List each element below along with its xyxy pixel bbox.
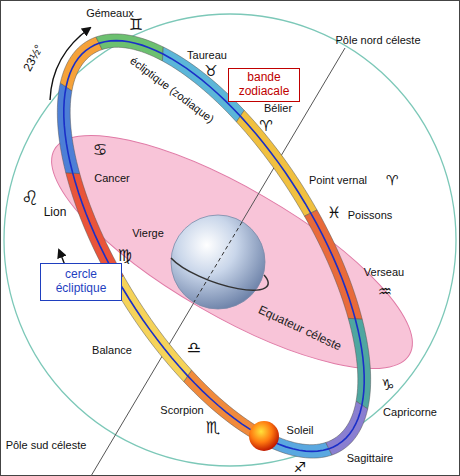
sign-label: Pôle nord céleste xyxy=(336,35,421,46)
sun-disc xyxy=(249,421,279,451)
obliquity-arc xyxy=(50,28,90,100)
sign-label: Sagittaire xyxy=(347,453,393,464)
axis-through-earth xyxy=(194,222,242,302)
sign-label: Cancer xyxy=(94,173,129,184)
sign-label: Taureau xyxy=(187,50,227,61)
sign-label: Point vernal xyxy=(309,175,367,186)
earth-equator xyxy=(171,258,268,290)
sign-label: Bélier xyxy=(264,103,292,114)
sign-label: Vierge xyxy=(132,228,164,239)
zodiac-symbol: ♐ xyxy=(294,460,307,474)
zodiac-symbol: ♊ xyxy=(129,17,143,33)
zodiac-symbol: ♈ xyxy=(386,173,399,187)
sign-label: Poissons xyxy=(348,210,393,221)
equator-ellipse xyxy=(22,132,441,372)
celestial-sphere-circle xyxy=(4,14,456,466)
sign-label: Capricorne xyxy=(383,407,437,418)
callout-text: bande zodiacale xyxy=(232,71,296,99)
zodiac-symbol: ♒ xyxy=(378,284,392,300)
sign-label: Balance xyxy=(92,345,132,356)
zodiac-symbol: ♏ xyxy=(206,420,220,436)
sign-label: Scorpion xyxy=(160,405,203,416)
zodiac-symbol: ♎ xyxy=(187,340,201,356)
zodiac-symbol: ♓ xyxy=(327,205,341,221)
zodiac-symbol: ♈ xyxy=(259,119,272,134)
callout-box: cercle écliptique xyxy=(40,263,122,301)
zodiac-symbol: ♌ xyxy=(21,188,39,208)
sign-label: Soleil xyxy=(287,425,314,436)
sign-label: Gémeaux xyxy=(86,8,134,19)
sign-label: 23½° xyxy=(21,43,45,73)
zodiac-segment xyxy=(96,34,163,61)
sign-label: Pôle sud céleste xyxy=(6,440,87,451)
sign-label: Verseau xyxy=(364,267,404,278)
earth-globe xyxy=(171,215,265,309)
zodiac-symbol: ♉ xyxy=(204,64,217,79)
callout-box: bande zodiacale xyxy=(228,68,300,102)
zodiac-band xyxy=(57,34,370,458)
zodiac-symbol: ♍ xyxy=(118,248,132,264)
zodiac-symbol: ♋ xyxy=(93,142,107,158)
zodiac-symbol: ♑ xyxy=(381,378,394,393)
callout-text: cercle écliptique xyxy=(44,268,118,296)
sign-label: Lion xyxy=(44,206,67,218)
